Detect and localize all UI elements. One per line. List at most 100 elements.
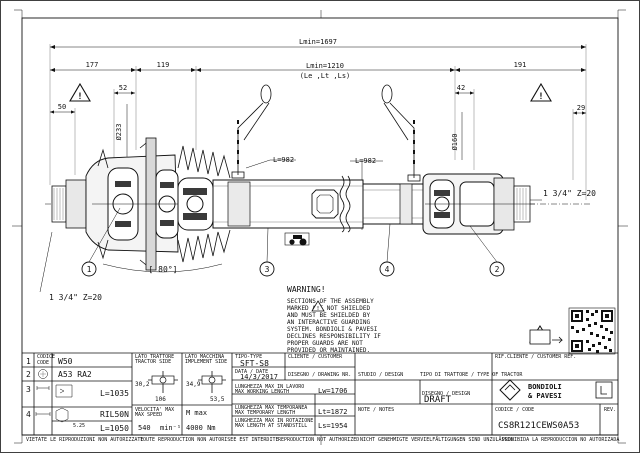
svg-text:MAX SPEED: MAX SPEED [135, 412, 162, 418]
svg-text:LUNGHEZZA MAX TEMPORANEA: LUNGHEZZA MAX TEMPORANEA [235, 405, 307, 411]
spec-lw: Lw=1706 [318, 387, 348, 395]
dim-left-guard: 119 [157, 61, 170, 69]
qr-code [568, 307, 616, 355]
frame-corner-marks [14, 9, 626, 444]
cross-kit-block: LATO TRATTORE TRACTOR SIDE LATO MACCHINA… [135, 354, 227, 432]
svg-text:!: ! [538, 92, 543, 102]
svg-text:CODICE / CODE: CODICE / CODE [495, 407, 534, 413]
kit-torque-value: 4000 Nm [186, 424, 216, 432]
dim-diameter-left: Ø233 [115, 124, 123, 141]
inner-tube-guard [362, 183, 424, 225]
svg-text:RIF.CLIENTE / CUSTOMER REF.: RIF.CLIENTE / CUSTOMER REF. [495, 354, 576, 360]
tractor-icon-label [284, 232, 310, 246]
header-codice: CODICE [37, 354, 55, 360]
dim-tube-outer: L=982 [273, 156, 294, 164]
brand-line-1: BONDIOLI [528, 383, 562, 391]
balloon-2: 2 [469, 225, 505, 277]
dimension-lines: Lmin=1697 177 119 Lmin=1210 (Le ,Lt ,Ls)… [49, 38, 587, 230]
svg-text:IMPLEMENT SIDE: IMPLEMENT SIDE [185, 359, 227, 365]
warning-triangle-left: ! [69, 82, 91, 102]
warning-line-7: PROPER GUARDS ARE NOT [287, 340, 363, 347]
svg-text:TRACTOR SIDE: TRACTOR SIDE [135, 359, 171, 365]
svg-text:LUNGHEZZA MAX IN LAVORO: LUNGHEZZA MAX IN LAVORO [235, 384, 304, 390]
drawing-code: CS8R121CEWS0A53 [498, 421, 579, 431]
warning-line-6: DECLINES RESPONSIBILITY IF [287, 333, 381, 340]
balloon-4: 4 [379, 223, 395, 277]
spline-left: 1 3/4" Z=20 [49, 293, 102, 302]
warning-line-8: PROVIDED OR MAINTAINED. [287, 347, 370, 354]
dim-lmin-overall: Lmin=1697 [299, 38, 337, 46]
angle-arc [102, 263, 223, 273]
kit-left-d1: 30,2 [135, 381, 150, 388]
header-code: CODE [37, 360, 49, 366]
balloon-1: 1 [81, 207, 121, 277]
warning-line-5: SYSTEM. BONDIOLI & PAVESI [287, 326, 378, 333]
footer-notices: VIETATE LE RIPRODUZIONI NON AUTORIZZATE … [26, 436, 619, 443]
bondioli-pavesi-logo: BONDIOLI & PAVESI [499, 379, 613, 401]
row-num-3: 3 [26, 385, 31, 394]
svg-text:NOTE / NOTES: NOTE / NOTES [358, 407, 394, 413]
dim-tube-inner: L=982 [355, 157, 376, 165]
left-bellows-upper [97, 145, 231, 263]
dim-left-yoke: 177 [86, 61, 99, 69]
svg-text:DISEGNO / DRAWING NR.: DISEGNO / DRAWING NR. [288, 372, 351, 378]
svg-text:3: 3 [265, 265, 270, 274]
dim-right-yoke: 191 [514, 61, 527, 69]
left-splined-hub [51, 179, 87, 229]
warning-line-2: MARKED ARE NOT SHIELDED [287, 305, 370, 312]
dim-left-50: 50 [58, 103, 66, 111]
outer-tube-guard [212, 179, 364, 229]
spec-block: TIPO-TYPE SFT-S8 DATA / DATE 14/3/2017 L… [235, 354, 348, 430]
spline-right: 1 3/4" Z=20 [543, 189, 596, 198]
row-value-4: L=1050 [100, 424, 129, 433]
warning-title: WARNING! [287, 285, 326, 294]
svg-text:CLIENTE / CUSTOMER: CLIENTE / CUSTOMER [288, 354, 343, 360]
spec-lt: Lt=1872 [318, 408, 348, 416]
safety-chain-left [231, 84, 272, 179]
row-code-2: A53 RA2 [58, 370, 92, 379]
svg-text:2: 2 [495, 265, 500, 274]
right-yoke-assembly [422, 173, 535, 235]
svg-text:DATA / DATE: DATA / DATE [235, 369, 268, 375]
spec-type: SFT-S8 [240, 359, 269, 368]
row-code-1: W50 [58, 357, 73, 366]
svg-text:LATO MACCHINA: LATO MACCHINA [185, 354, 224, 360]
row-code-4: RIL50N [100, 410, 129, 419]
kit-left-d2: 106 [155, 396, 166, 403]
kit-right-d2: 53,5 [210, 396, 225, 403]
svg-text:1: 1 [87, 265, 92, 274]
svg-text:LUNGHEZZA MAX IN ROTAZIONE: LUNGHEZZA MAX IN ROTAZIONE [235, 418, 313, 424]
dim-angle: [ 80°] [149, 265, 178, 274]
svg-text:TIPO-TYPE: TIPO-TYPE [235, 354, 262, 360]
footer-notice-2: TOUTE REPRODUCTION NON AUTORISEE EST INT… [140, 437, 278, 443]
svg-text:DISEGNO / DESIGN: DISEGNO / DESIGN [422, 391, 470, 397]
left-cv-joint [92, 167, 215, 241]
svg-text:MAX LENGTH AT STANDSTILL: MAX LENGTH AT STANDSTILL [235, 423, 307, 429]
warning-triangle-right: ! [530, 82, 552, 102]
warning-line-4: AN INTERACTIVE GUARDING [287, 319, 370, 326]
row-num-2: 2 [26, 370, 31, 379]
kit-torque-label: M max [186, 409, 207, 417]
brand-line-2: & PAVESI [528, 392, 562, 400]
draft-stamp: DRAFT [424, 395, 452, 405]
footer-notice-5: PROHIBIDA LA REPRODUCCION NO AUTORIZADA [502, 437, 619, 443]
dim-right-29: 29 [577, 104, 585, 112]
row-4-dim: 5.25 [73, 423, 85, 429]
svg-text:REV.: REV. [604, 407, 616, 413]
svg-text:STUDIO / DESIGN: STUDIO / DESIGN [358, 372, 403, 378]
dim-tube-subscript: (Le ,Lt ,Ls) [300, 72, 351, 80]
title-block-grid [22, 352, 618, 436]
parts-table: CODICE CODE 1 W50 2 A53 RA2 3 L=1035 4 5… [26, 354, 129, 433]
tube-break-symbol [339, 175, 351, 233]
kit-right-d1: 34,9 [186, 381, 201, 388]
svg-text:MAX WORKING LENGTH: MAX WORKING LENGTH [235, 389, 289, 395]
footer-notice-1: VIETATE LE RIPRODUZIONI NON AUTORIZZATE [26, 437, 143, 443]
safety-chain-right [381, 84, 421, 182]
svg-text:LATO TRATTORE: LATO TRATTORE [135, 354, 174, 360]
spec-date: 14/3/2017 [240, 373, 278, 381]
row-num-4: 4 [26, 410, 31, 419]
footer-notice-4: NICHT GENEHMIGTE VERVIELFÄLTIGUNGEN SIND… [360, 436, 514, 443]
row-num-1: 1 [26, 357, 31, 366]
svg-text:TIPO DI TRATTORE / TYPE OF TRA: TIPO DI TRATTORE / TYPE OF TRACTOR [420, 372, 523, 378]
